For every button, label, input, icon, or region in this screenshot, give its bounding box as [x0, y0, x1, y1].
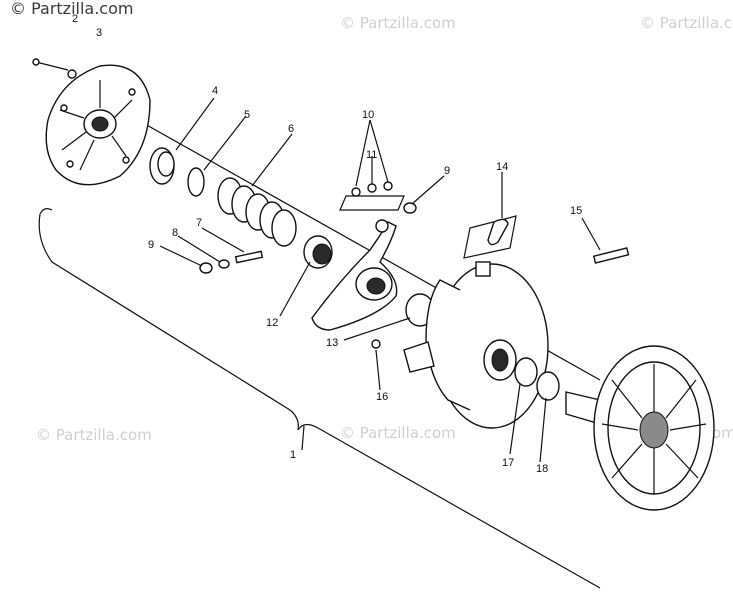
spring-part-6	[217, 177, 297, 247]
callout-10: 10	[362, 109, 374, 121]
callout-16: 16	[376, 391, 388, 403]
watermark-top-right: © Partzilla.com	[640, 14, 733, 32]
callout-13: 13	[326, 337, 338, 349]
washer-part-18	[536, 371, 560, 401]
callout-leaders	[159, 97, 601, 463]
cover-housing	[45, 64, 151, 186]
snap-ring-part-5	[187, 167, 205, 197]
callout-9-left: 9	[148, 239, 154, 251]
pin-part-15	[592, 247, 630, 264]
clip-part-14	[463, 215, 517, 259]
callout-4: 4	[212, 85, 218, 97]
callout-17: 17	[502, 457, 514, 469]
callout-7: 7	[196, 217, 202, 229]
callout-12: 12	[266, 317, 278, 329]
button-part-9-left	[199, 262, 213, 274]
callout-18: 18	[536, 463, 548, 475]
fixed-sheave	[565, 345, 715, 511]
bushing-part-12	[303, 235, 333, 269]
assembly-bracket-top	[39, 208, 53, 215]
pin-part-7	[234, 250, 264, 264]
bushing-part-4	[149, 147, 175, 185]
button-part-8	[218, 259, 230, 269]
watermark-mid-left: © Partzilla.com	[36, 426, 152, 444]
callout-5: 5	[244, 109, 250, 121]
bolt-head-part-2	[32, 58, 40, 66]
callout-9-right: 9	[444, 165, 450, 177]
callout-6: 6	[288, 123, 294, 135]
button-part-9-right	[403, 202, 417, 214]
callout-8: 8	[172, 227, 178, 239]
watermark-top-center: © Partzilla.com	[340, 14, 456, 32]
callout-3: 3	[96, 27, 102, 39]
callout-11: 11	[366, 149, 377, 161]
washer-part-3	[67, 69, 77, 79]
nut-part-16	[371, 339, 381, 349]
callout-2: 2	[72, 13, 78, 25]
assembly-bracket-outline	[38, 213, 601, 589]
moveable-sheave	[403, 261, 549, 429]
watermark-mid-center: © Partzilla.com	[340, 424, 456, 442]
hardware-parts-10-11	[339, 181, 405, 211]
callout-14: 14	[496, 161, 508, 173]
watermark-top-left: © Partzilla.com	[10, 0, 133, 18]
washer-part-17	[514, 357, 538, 387]
spider-arm-assembly	[311, 219, 398, 331]
callout-15: 15	[570, 205, 582, 217]
callout-1: 1	[290, 449, 296, 461]
bolt-part-2	[35, 61, 69, 71]
